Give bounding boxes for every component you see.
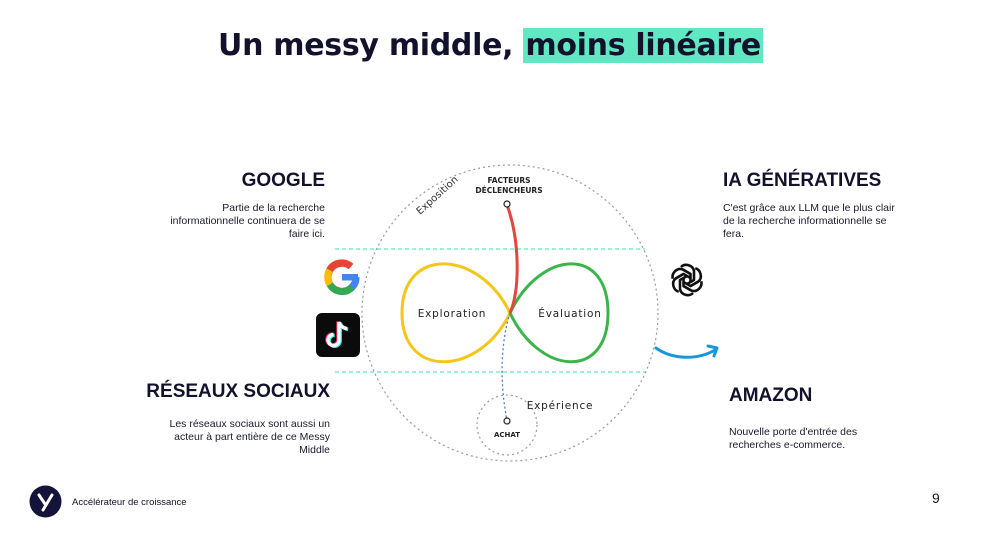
- footer-text: Accélérateur de croissance: [72, 497, 187, 508]
- ia-text-line: fera.: [723, 228, 745, 240]
- social-text-line: Les réseaux sociaux sont aussi un: [169, 418, 330, 430]
- achat-dotted-circle: [476, 394, 538, 456]
- evaluation-label: Évaluation: [538, 307, 601, 320]
- trigger-curve: [505, 204, 519, 314]
- evaluation-loop: [508, 262, 610, 364]
- ia-text-line: de la recherche informationnelle se: [723, 215, 887, 227]
- page-title: Un messy middle, moins linéaire: [0, 28, 981, 63]
- amazon-text-line: recherches e-commerce.: [729, 439, 846, 451]
- exploration-label: Exploration: [418, 308, 487, 320]
- brand-logo-icon: [29, 485, 62, 518]
- openai-icon: [671, 263, 703, 297]
- google-heading: GOOGLE: [241, 170, 325, 191]
- amazon-text-line: Nouvelle porte d'entrée des: [729, 426, 858, 438]
- ia-description: C'est grâce aux LLM que le plus clair de…: [723, 202, 953, 241]
- google-text-line: informationnelle continuera de se: [170, 215, 325, 227]
- achat-label: ACHAT: [494, 431, 520, 439]
- triggers-label-line2: DÉCLENCHEURS: [475, 186, 542, 195]
- title-highlight: moins linéaire: [523, 28, 763, 63]
- page-number: 9: [932, 490, 940, 506]
- exploration-loop: [400, 262, 512, 364]
- ia-text-line: C'est grâce aux LLM que le plus clair: [723, 202, 895, 214]
- google-text-line: faire ici.: [288, 228, 325, 240]
- google-icon: [324, 259, 360, 296]
- amazon-description: Nouvelle porte d'entrée des recherches e…: [729, 426, 929, 452]
- exposition-label: Exposition: [415, 174, 461, 217]
- social-heading: RÉSEAUX SOCIAUX: [146, 381, 330, 402]
- amazon-icon: [654, 344, 719, 359]
- social-text-line: Middle: [299, 444, 330, 456]
- social-description: Les réseaux sociaux sont aussi un acteur…: [100, 418, 330, 457]
- title-main: Un messy middle,: [218, 28, 524, 63]
- triggers-label-line1: FACTEURS: [487, 176, 530, 185]
- achat-point: [503, 417, 511, 425]
- trigger-point: [503, 200, 511, 208]
- google-text-line: Partie de la recherche: [222, 202, 325, 214]
- purchase-path: [501, 312, 511, 421]
- experience-label: Expérience: [527, 400, 594, 412]
- ia-heading: IA GÉNÉRATIVES: [723, 170, 882, 191]
- tiktok-icon: [316, 313, 360, 357]
- outer-dotted-circle: [361, 164, 659, 462]
- social-text-line: acteur à part entière de ce Messy: [174, 431, 330, 443]
- google-description: Partie de la recherche informationnelle …: [100, 202, 325, 241]
- amazon-heading: AMAZON: [729, 385, 813, 406]
